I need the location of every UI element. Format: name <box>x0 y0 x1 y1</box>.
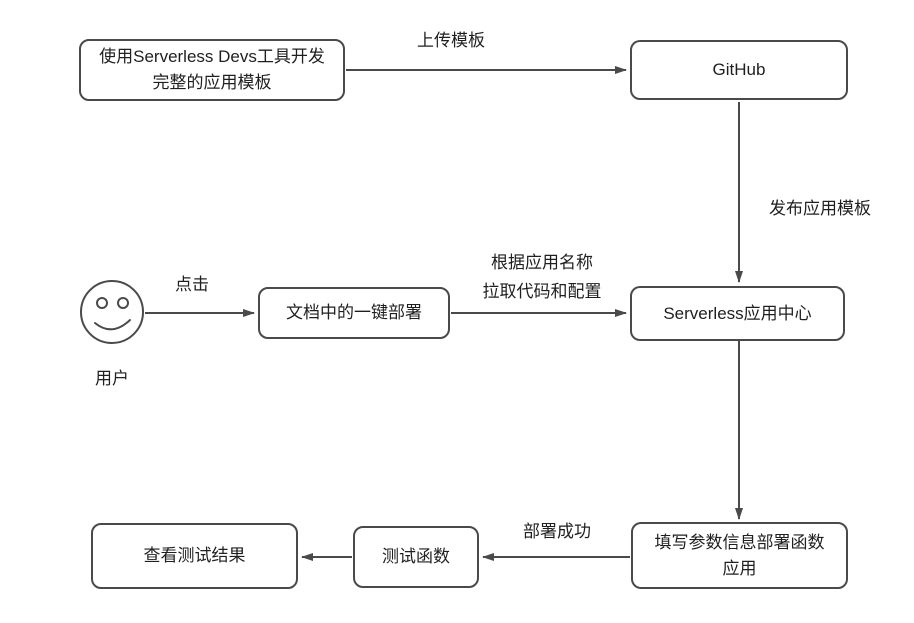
edge-label-click: 点击 <box>170 274 214 296</box>
node-dev-template: 使用Serverless Devs工具开发 完整的应用模板 <box>79 39 345 101</box>
smiley-face-icon <box>80 280 144 344</box>
node-fill-params-line1: 填写参数信息部署函数 <box>654 532 825 552</box>
edge-label-publish-template: 发布应用模板 <box>756 198 884 220</box>
edge-label-pull-code-line1: 根据应用名称 <box>491 253 593 272</box>
node-view-results-label: 查看测试结果 <box>143 546 246 565</box>
node-app-center-label: Serverless应用中心 <box>663 303 812 323</box>
node-dev-template-line1: 使用Serverless Devs工具开发 <box>99 47 325 66</box>
node-one-click-deploy: 文档中的一键部署 <box>258 287 450 339</box>
node-view-results: 查看测试结果 <box>91 523 298 589</box>
node-github-label: GitHub <box>712 60 766 79</box>
node-test-function-label: 测试函数 <box>382 547 450 566</box>
edge-label-pull-code: 根据应用名称 拉取代码和配置 <box>466 248 618 306</box>
node-one-click-deploy-label: 文档中的一键部署 <box>286 303 422 322</box>
node-fill-params: 填写参数信息部署函数 应用 <box>631 522 848 589</box>
edge-label-upload-template: 上传模板 <box>408 30 494 52</box>
edge-label-deploy-success: 部署成功 <box>515 521 599 543</box>
node-fill-params-line2: 应用 <box>722 558 757 578</box>
node-test-function: 测试函数 <box>353 526 479 588</box>
edge-label-pull-code-line2: 拉取代码和配置 <box>482 282 602 301</box>
node-dev-template-line2: 完整的应用模板 <box>152 73 272 92</box>
user-actor-label: 用户 <box>95 369 129 388</box>
node-app-center: Serverless应用中心 <box>630 286 845 341</box>
node-github: GitHub <box>630 40 848 100</box>
